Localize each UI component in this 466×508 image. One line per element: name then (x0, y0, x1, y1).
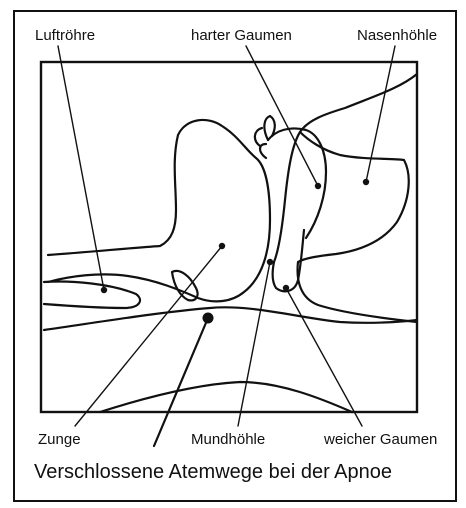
trachea-outline (44, 282, 140, 309)
soft-palate-outline (273, 132, 304, 291)
outer-border (14, 11, 456, 501)
dot-zunge (219, 243, 225, 249)
leader-weicher-gaumen (286, 288, 362, 426)
label-luftroehre: Luftröhre (35, 27, 95, 44)
dot-mundhoehle (267, 259, 273, 265)
neck-contour (100, 382, 352, 412)
label-zunge: Zunge (38, 431, 81, 448)
lower-airway-line (44, 307, 417, 330)
dot-harter-gaumen (315, 183, 321, 189)
pointer-dots (101, 179, 369, 324)
tongue-outline (48, 120, 270, 301)
label-harter-gaumen: harter Gaumen (191, 27, 292, 44)
dot-weicher-gaumen (283, 285, 289, 291)
label-mundhoehle: Mundhöhle (191, 431, 265, 448)
leader-mundhoehle (238, 262, 270, 426)
leader-harter-gaumen (246, 46, 318, 186)
label-weicher-gaumen: weicher Gaumen (323, 431, 437, 448)
leader-lines (58, 46, 395, 446)
leader-nasenhoehle (366, 46, 395, 182)
leader-caption (154, 318, 208, 446)
drawing-frame (41, 62, 417, 412)
dot-occlusion (203, 313, 214, 324)
dot-nasenhoehle (363, 179, 369, 185)
caption: Verschlossene Atemwege bei der Apnoe (34, 461, 392, 483)
label-nasenhoehle: Nasenhöhle (357, 27, 437, 44)
anatomy-outlines (44, 74, 417, 412)
nasal-cavity-outline (298, 74, 417, 322)
uvula-outline (255, 116, 275, 158)
dot-luftroehre (101, 287, 107, 293)
